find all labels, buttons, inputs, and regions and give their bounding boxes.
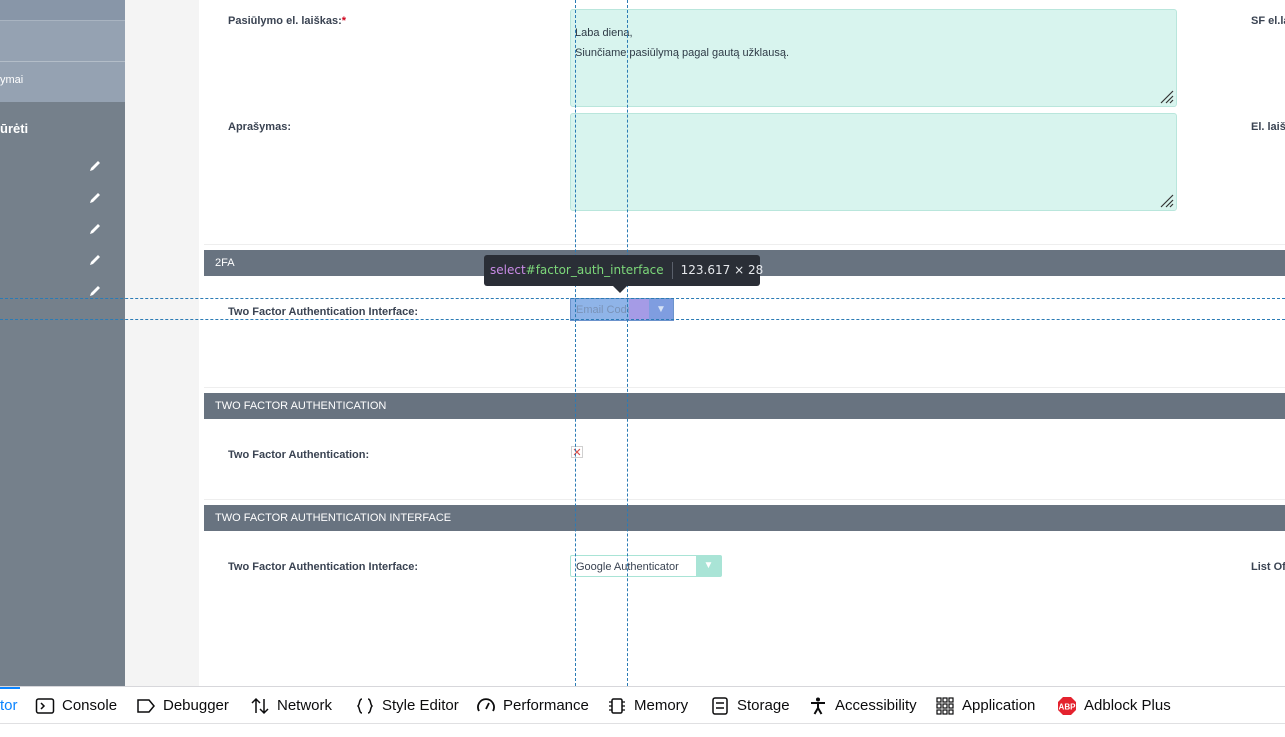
edit-pencil-icon[interactable] xyxy=(88,191,102,205)
sidebar: ymai ūrėti xyxy=(0,0,125,686)
section-header-two-factor-auth[interactable]: TWO FACTOR AUTHENTICATION xyxy=(204,393,1285,419)
tab-memory[interactable]: Memory xyxy=(607,687,688,724)
section-divider xyxy=(204,499,1285,500)
description-textarea[interactable] xyxy=(570,113,1177,211)
inspector-guide-vertical xyxy=(575,0,576,686)
tab-label: Performance xyxy=(503,697,589,714)
textarea-line: Laba diena, xyxy=(575,27,633,39)
select-padding-highlight xyxy=(629,299,649,320)
dropdown-arrow-icon[interactable]: ▼ xyxy=(696,556,721,576)
content-gutter xyxy=(125,0,199,686)
tab-label: Storage xyxy=(737,697,790,714)
console-icon xyxy=(35,698,55,714)
sidebar-top-item[interactable] xyxy=(0,0,125,21)
section-header-two-factor-auth-interface[interactable]: TWO FACTOR AUTHENTICATION INTERFACE xyxy=(204,505,1285,531)
tab-debugger[interactable]: Debugger xyxy=(136,687,229,724)
tab-storage[interactable]: Storage xyxy=(710,687,790,724)
tooltip-arrow xyxy=(613,286,627,293)
select-value: Email Code xyxy=(576,304,633,316)
tab-adblock-plus[interactable]: ABP Adblock Plus xyxy=(1057,687,1171,724)
accessibility-icon xyxy=(811,697,825,715)
tab-network[interactable]: Network xyxy=(250,687,332,724)
field-label: Two Factor Authentication: xyxy=(228,449,370,461)
sidebar-heading: ūrėti xyxy=(0,121,29,136)
edit-pencil-icon[interactable] xyxy=(88,284,102,298)
application-icon xyxy=(936,697,954,715)
tab-label: Network xyxy=(277,697,333,714)
edit-pencil-icon[interactable] xyxy=(88,159,102,173)
adblock-plus-icon: ABP xyxy=(1058,697,1077,716)
section-divider xyxy=(204,387,1285,388)
required-marker: * xyxy=(341,15,347,27)
right-field-label: List Of xyxy=(1251,561,1285,573)
tooltip-dimensions: 123.617 × 28 xyxy=(680,263,764,277)
textarea-line: Siunčiame pasiūlymą pagal gautą užklausą… xyxy=(575,47,790,59)
tab-label: Application xyxy=(962,697,1036,714)
tab-accessibility[interactable]: Accessibility xyxy=(808,687,917,724)
field-label: Two Factor Authentication Interface: xyxy=(228,561,419,573)
description-label: Aprašymas: xyxy=(228,121,291,133)
edit-pencil-icon[interactable] xyxy=(88,222,102,236)
inspector-guide-vertical xyxy=(627,0,628,686)
offer-email-textarea[interactable]: Laba diena, Siunčiame pasiūlymą pagal ga… xyxy=(570,9,1177,107)
memory-icon xyxy=(609,698,625,714)
tab-label: Memory xyxy=(634,697,689,714)
inspector-guide-horizontal xyxy=(0,319,1285,320)
tab-label: Adblock Plus xyxy=(1084,697,1171,714)
tab-label: Accessibility xyxy=(835,697,917,714)
devtools-panel: tor Console Debugger Network Style Edito… xyxy=(0,686,1285,737)
tab-performance[interactable]: Performance xyxy=(476,687,589,724)
tab-label: Style Editor xyxy=(382,697,459,714)
auth-interface-select[interactable]: Google Authenticator ▼ xyxy=(570,555,722,577)
devtools-tabbar: tor Console Debugger Network Style Edito… xyxy=(0,687,1285,724)
unchecked-x-icon[interactable] xyxy=(571,446,583,458)
tab-label: Console xyxy=(62,697,118,714)
inspector-guide-horizontal xyxy=(0,298,1285,299)
tooltip-separator xyxy=(671,262,673,279)
factor-auth-interface-select[interactable]: Email Code ▼ xyxy=(570,298,674,321)
inspector-tooltip: select#factor_auth_interface 123.617 × 28 xyxy=(484,255,763,286)
debugger-icon xyxy=(137,699,155,713)
sidebar-item-label[interactable]: ymai xyxy=(0,74,24,86)
tab-label: tor xyxy=(0,697,18,714)
offer-email-label: Pasiūlymo el. laiškas:* xyxy=(228,15,347,27)
tab-application[interactable]: Application xyxy=(935,687,1035,724)
edit-pencil-icon[interactable] xyxy=(88,253,102,267)
right-field-label: SF el.la xyxy=(1251,15,1285,27)
svg-text:ABP: ABP xyxy=(1059,703,1077,712)
tab-label: Debugger xyxy=(163,697,229,714)
sidebar-divider xyxy=(0,61,125,62)
active-tab-indicator xyxy=(0,687,20,689)
storage-icon xyxy=(712,697,728,715)
section-divider xyxy=(204,244,1285,245)
tab-inspector[interactable]: tor xyxy=(0,687,18,724)
sidebar-submenu xyxy=(0,21,125,102)
tab-console[interactable]: Console xyxy=(35,687,117,724)
resize-grip-icon[interactable] xyxy=(1158,192,1174,208)
field-label: Two Factor Authentication Interface: xyxy=(228,306,419,318)
dropdown-arrow-icon[interactable]: ▼ xyxy=(649,299,673,320)
tooltip-element-name: select xyxy=(490,263,526,277)
network-icon xyxy=(251,697,269,715)
performance-icon xyxy=(477,698,495,712)
tooltip-element-id: #factor_auth_interface xyxy=(525,263,664,277)
tab-style-editor[interactable]: Style Editor xyxy=(355,687,459,724)
style-editor-icon xyxy=(356,698,374,714)
right-field-label: El. laišk xyxy=(1251,121,1285,133)
resize-grip-icon[interactable] xyxy=(1158,88,1174,104)
